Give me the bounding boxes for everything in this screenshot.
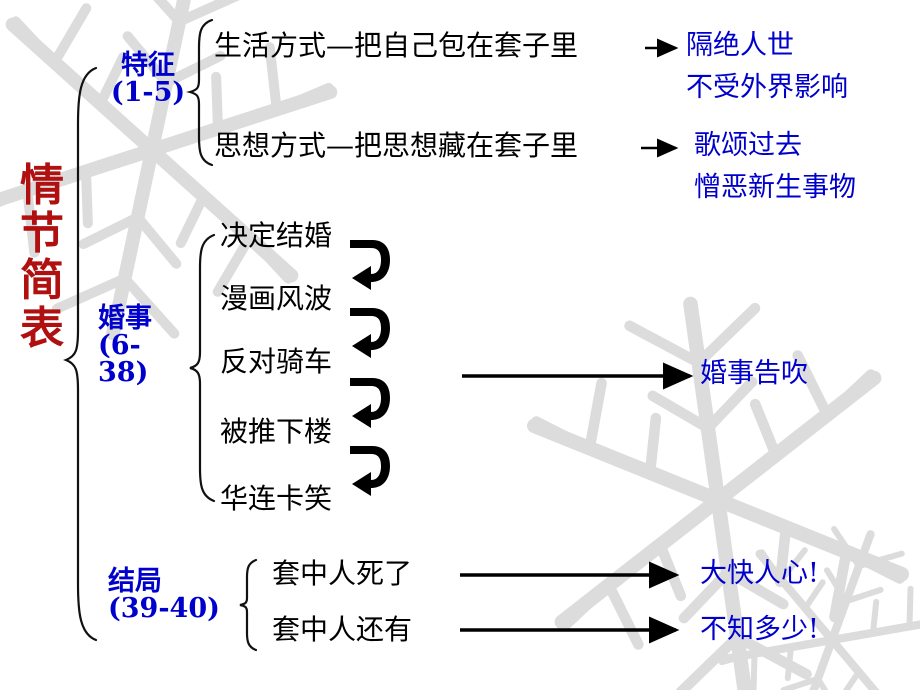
curved-turn-arrow-icon: [350, 378, 390, 428]
title-char-2: 节: [20, 207, 64, 259]
title-char-1: 情: [20, 160, 64, 211]
section-label-trait: 特征 (1-5): [106, 52, 190, 106]
curved-turn-arrow-icon: [350, 446, 390, 496]
trait-item-1: 生活方式—把自己包在套子里: [214, 29, 579, 62]
curved-turn-arrow-icon: [350, 308, 390, 358]
marriage-item-3: 反对骑车: [220, 345, 333, 378]
section-label-trait-range: (1-5): [110, 77, 186, 108]
brace-ending: [239, 558, 258, 652]
marriage-item-2: 漫画风波: [220, 282, 333, 315]
trait-outcome-1b: 不受外界影响: [686, 72, 848, 103]
page-title: 情 节 简 表: [14, 162, 70, 352]
trait-outcome-2a: 歌颂过去: [694, 130, 802, 161]
trait-outcome-2b: 憎恶新生事物: [694, 172, 856, 203]
brace-marriage: [189, 233, 216, 503]
marriage-item-5: 华连卡笑: [220, 482, 333, 515]
trait-outcome-1a: 隔绝人世: [686, 30, 794, 61]
brace-main: [63, 66, 98, 642]
section-label-ending-text: 结局: [108, 566, 162, 597]
curved-turn-arrow-icon: [350, 240, 390, 290]
section-label-marriage: 婚事 (6- 38): [98, 305, 182, 386]
section-label-ending: 结局 (39-40): [108, 568, 238, 622]
ending-item-1: 套中人死了: [272, 557, 413, 590]
title-char-3: 简: [20, 255, 64, 307]
section-label-marriage-range-1: (6-: [98, 330, 141, 361]
marriage-item-1: 决定结婚: [220, 219, 333, 252]
section-label-marriage-range-2: 38): [98, 357, 149, 388]
brace-trait: [185, 18, 214, 167]
marriage-outcome: 婚事告吹: [700, 358, 808, 389]
trait-item-2: 思想方式—把思想藏在套子里: [214, 129, 579, 162]
ending-outcome-1: 大快人心!: [700, 558, 819, 589]
ending-outcome-2: 不知多少!: [700, 614, 819, 645]
title-char-4: 表: [20, 302, 64, 354]
ending-item-2: 套中人还有: [272, 613, 413, 646]
section-label-ending-range: (39-40): [108, 593, 220, 624]
marriage-item-4: 被推下楼: [220, 415, 333, 448]
